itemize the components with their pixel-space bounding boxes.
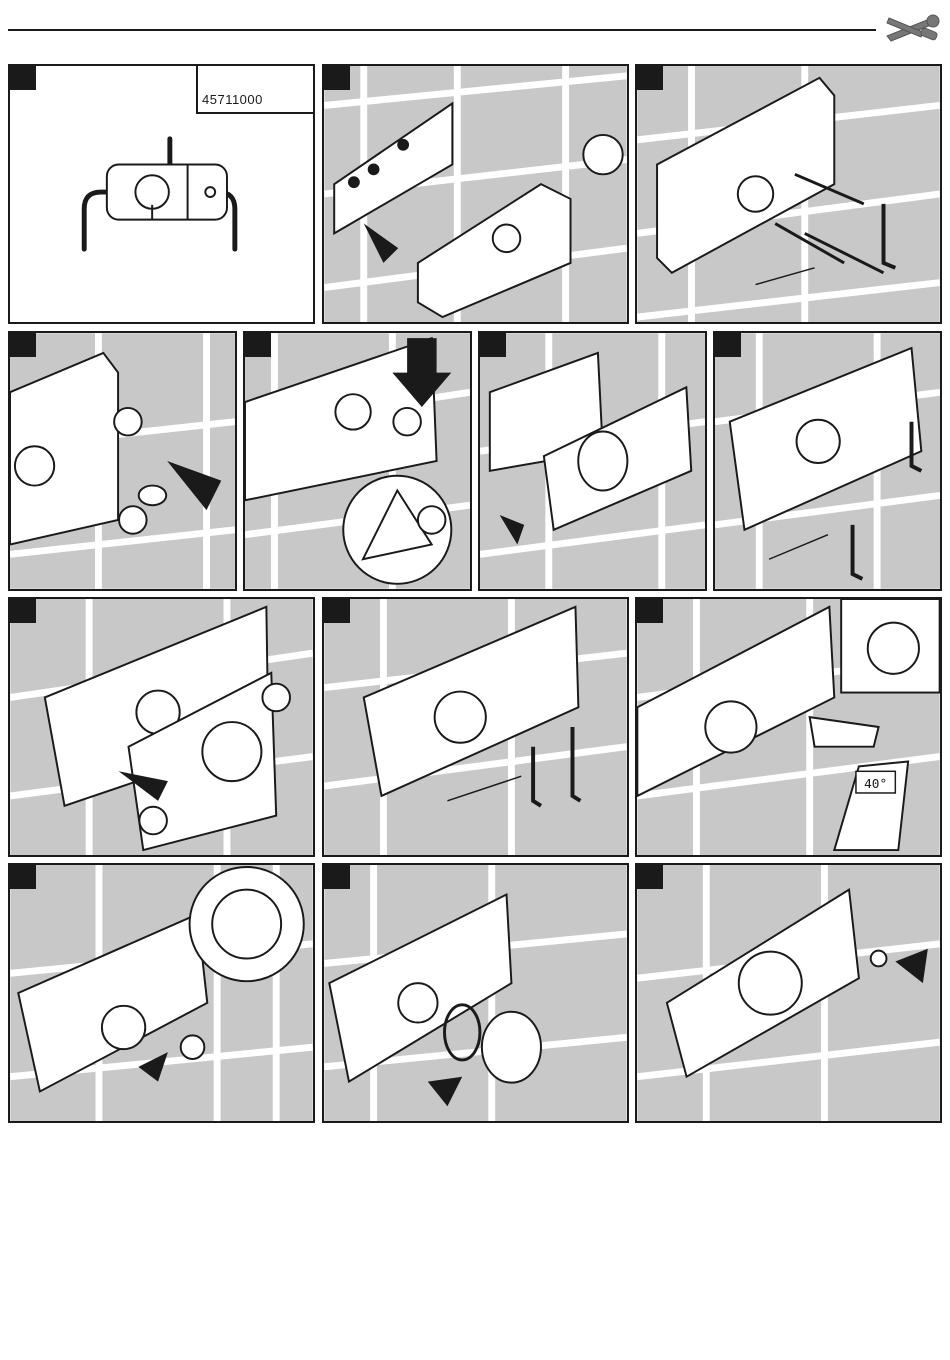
thermometer-display: 40° xyxy=(864,777,887,792)
step-9-panel xyxy=(322,597,629,857)
step-number-badge xyxy=(480,333,506,357)
step-number-badge xyxy=(324,599,350,623)
step-number-badge xyxy=(10,66,36,90)
step-12-panel xyxy=(322,863,629,1123)
step-13-panel xyxy=(635,863,942,1123)
thermostat-schematic-drawing xyxy=(10,66,313,322)
step-number-badge xyxy=(10,333,36,357)
step-number-badge xyxy=(245,333,271,357)
wrench-screwdriver-icon xyxy=(883,6,943,50)
step-4-panel xyxy=(8,331,237,591)
step-1-overview-panel: 45711000 xyxy=(8,64,315,324)
step-7-panel xyxy=(713,331,942,591)
step-6-panel xyxy=(478,331,707,591)
step-number-badge xyxy=(637,66,663,90)
step-5-panel xyxy=(243,331,472,591)
step-number-badge xyxy=(324,66,350,90)
header-rule xyxy=(8,29,876,31)
step-8-panel xyxy=(8,597,315,857)
step-number-badge xyxy=(10,599,36,623)
step-2-panel xyxy=(322,64,629,324)
step-number-badge xyxy=(637,865,663,889)
step-10-panel: 40° xyxy=(635,597,942,857)
step-number-badge xyxy=(324,865,350,889)
step-number-badge xyxy=(715,333,741,357)
step-number-badge xyxy=(637,599,663,623)
step-number-badge xyxy=(10,865,36,889)
step-11-panel xyxy=(8,863,315,1123)
step-3-panel xyxy=(635,64,942,324)
